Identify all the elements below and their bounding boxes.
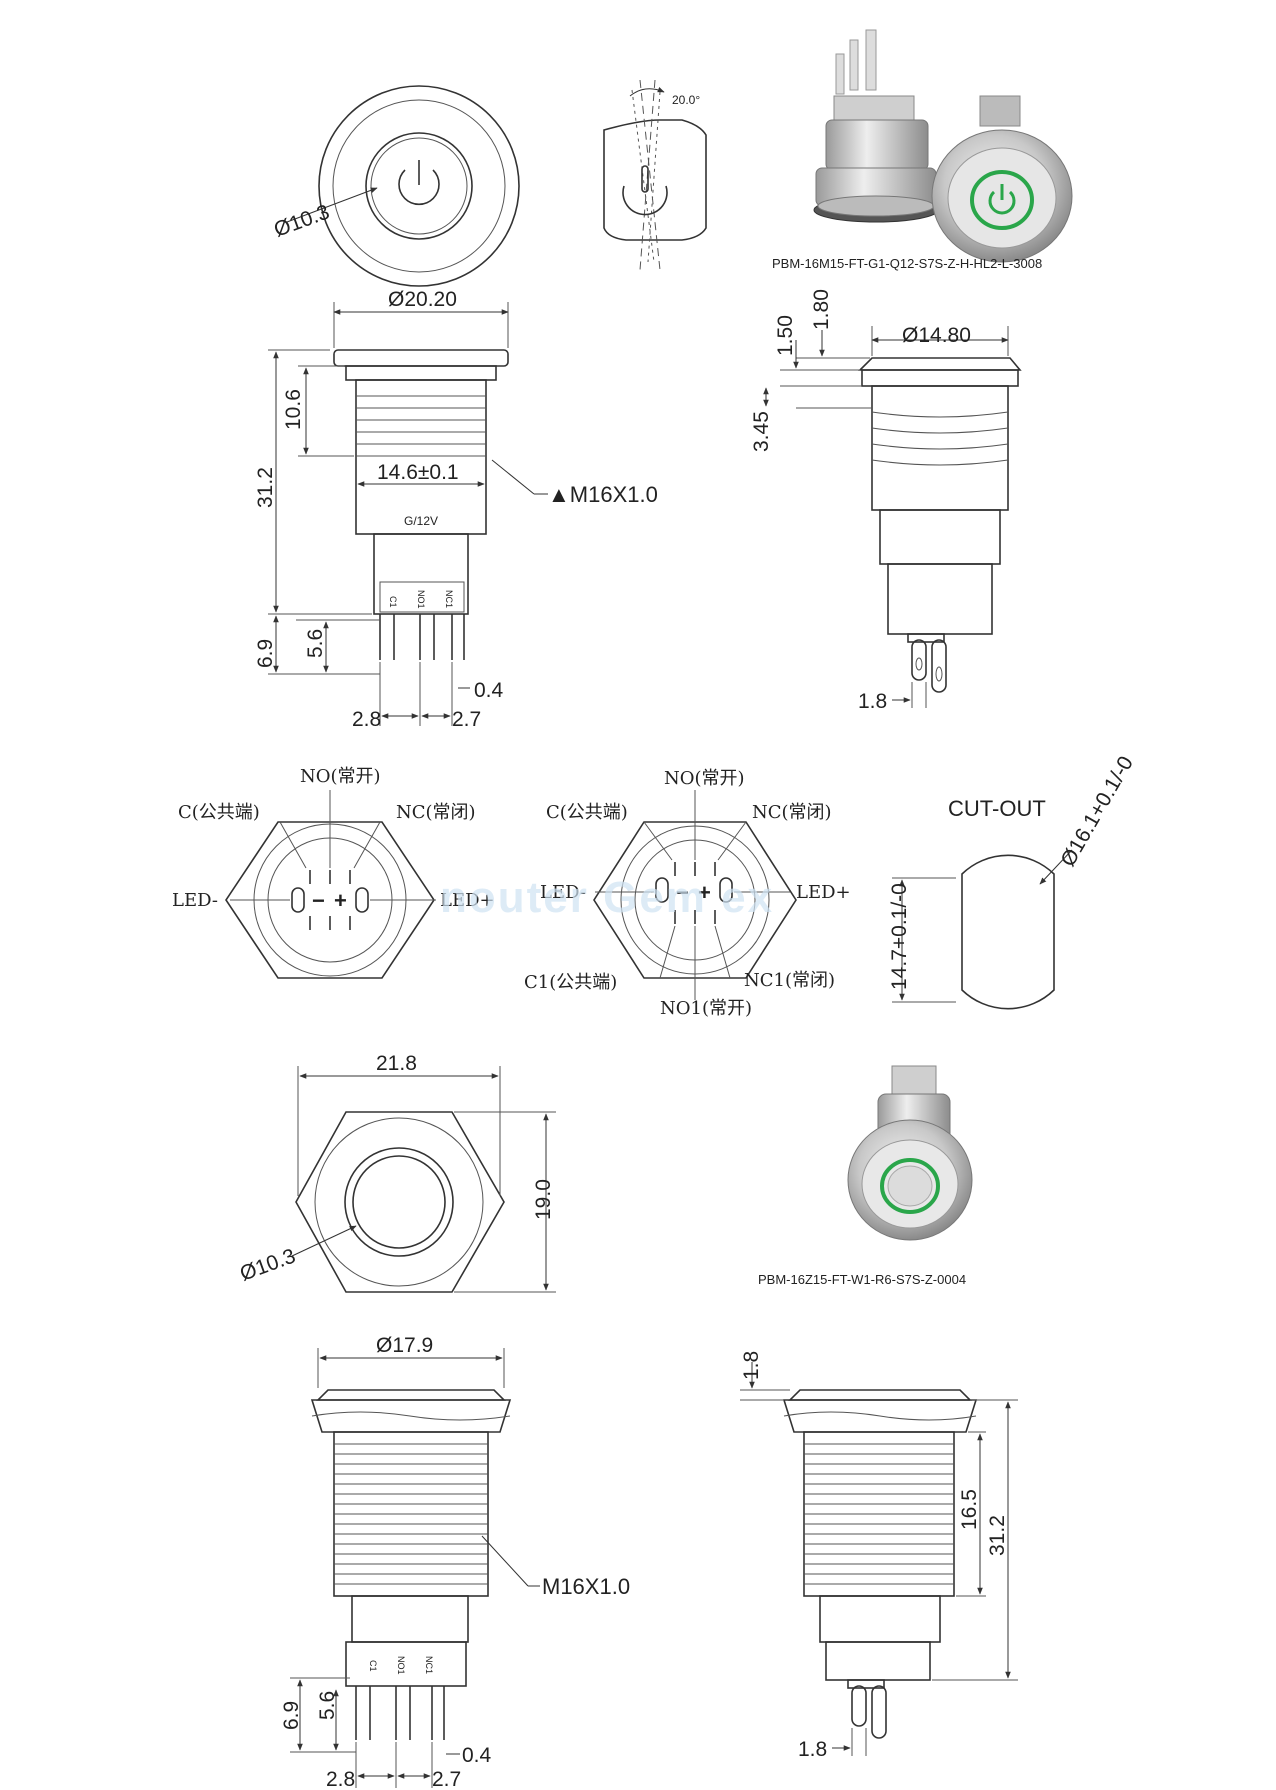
wire1-c-label: C(公共端) xyxy=(178,802,260,823)
wire2-nc-label: NC(常闭) xyxy=(752,802,832,823)
cutout-dia-label: Ø16.1+0.1/-0 xyxy=(1056,752,1138,870)
thread-spec-label: ▲M16X1.0 xyxy=(548,482,658,507)
minus-sign: − xyxy=(676,880,689,905)
hex-height-label: 19.0 xyxy=(532,1179,555,1220)
voltage-label: G/12V xyxy=(404,514,438,528)
wire2-led-minus-label: LED- xyxy=(540,882,586,903)
hex-front-view: 21.8 19.0 Ø10.3 xyxy=(237,1052,556,1293)
front-view-round: Ø10.3 xyxy=(271,85,520,287)
pitch2-label: 2.7 xyxy=(452,708,481,731)
terminal-nc1-label: NC1 xyxy=(424,1656,434,1674)
wire1-led-minus-label: LED- xyxy=(172,890,218,911)
dim-345-label: 3.45 xyxy=(750,411,773,452)
terminal-nc1-label: NC1 xyxy=(444,590,454,608)
plus-sign: + xyxy=(334,888,347,913)
pin-thk-label: 0.4 xyxy=(474,679,504,702)
wire2-led-plus-label: LED+ xyxy=(796,882,851,903)
head-dia-2-label: Ø14.80 xyxy=(902,324,971,347)
dim-150-label: 1.50 xyxy=(774,315,797,356)
pitch1-3-label: 2.8 xyxy=(326,1768,355,1790)
part-number-1: PBM-16M15-FT-G1-Q12-S7S-Z-H-HL2-L-3008 xyxy=(772,256,1042,271)
side-view-4: 1.8 16.5 31.2 1.8 xyxy=(740,1351,1018,1761)
thread-spec-3-label: M16X1.0 xyxy=(542,1574,630,1599)
product-photo-2: PBM-16Z15-FT-W1-R6-S7S-Z-0004 xyxy=(758,1065,973,1287)
wire1-led-plus-label: LED+ xyxy=(440,890,495,911)
head-dia-label: Ø20.20 xyxy=(388,288,457,311)
terminal-c1-label: C1 xyxy=(368,1660,378,1672)
pin-thk-3-label: 0.4 xyxy=(462,1744,492,1767)
wire2-no1-label: NO1(常开) xyxy=(660,998,752,1019)
side-view-3: C1 NO1 NC1 Ø17.9 M16X1.0 6.9 5.6 2.8 2.7… xyxy=(280,1334,630,1790)
pin-w-label: 1.8 xyxy=(858,690,887,713)
angle-label: 20.0° xyxy=(672,93,700,107)
hex-dia-label: Ø10.3 xyxy=(237,1244,299,1285)
wire2-nc1-label: NC1(常闭) xyxy=(744,970,835,991)
wiring-diagram-1: − + NO(常开) C(公共端) NC(常闭) LED- LED+ xyxy=(172,766,495,979)
pin-len2-label: 5.6 xyxy=(304,629,327,658)
minus-sign: − xyxy=(312,888,325,913)
terminal-c1-label: C1 xyxy=(388,596,398,608)
product-photo-1: PBM-16M15-FT-G1-Q12-S7S-Z-H-HL2-L-3008 xyxy=(772,29,1073,271)
thread-len-label: 10.6 xyxy=(282,389,305,430)
thread-len-4-label: 16.5 xyxy=(958,1489,981,1530)
side-view-2: Ø14.80 1.80 1.50 3.45 1.8 xyxy=(750,289,1022,713)
wire1-nc-label: NC(常闭) xyxy=(396,802,476,823)
wire2-c1-label: C1(公共端) xyxy=(524,972,617,993)
pitch2-3-label: 2.7 xyxy=(432,1768,461,1790)
power-symbol-icon xyxy=(988,184,1016,215)
front-dia-label: Ø10.3 xyxy=(271,200,333,241)
hex-width-label: 21.8 xyxy=(376,1052,417,1075)
cutout-flat-label: 14.7+0.1/-0 xyxy=(888,883,911,990)
actuator-angle-view: 20.0° xyxy=(603,79,707,271)
pin-w-4-label: 1.8 xyxy=(798,1738,827,1761)
cutout-title: CUT-OUT xyxy=(948,796,1046,821)
terminal-no1-label: NO1 xyxy=(396,1656,406,1675)
dim-18-label: 1.8 xyxy=(740,1351,763,1380)
power-symbol-icon xyxy=(398,160,440,206)
wire2-c-label: C(公共端) xyxy=(546,802,628,823)
plus-sign: + xyxy=(698,880,711,905)
watermark: nouter Gem ex xyxy=(440,873,774,922)
height-total-4-label: 31.2 xyxy=(986,1515,1009,1556)
side-view-1: C1 NO1 NC1 G/12V Ø20.20 31.2 10.6 14.6±0… xyxy=(254,288,658,731)
pin-len2-3-label: 5.6 xyxy=(316,1691,339,1720)
wire1-no-label: NO(常开) xyxy=(300,766,381,787)
wiring-diagram-2: − + NO(常开) C(公共端) NC(常闭) LED- LED+ C1(公共… xyxy=(524,768,851,1019)
height-total-label: 31.2 xyxy=(254,467,277,508)
dim-180-label: 1.80 xyxy=(810,289,833,330)
part-number-2: PBM-16Z15-FT-W1-R6-S7S-Z-0004 xyxy=(758,1272,966,1287)
pin-len-label: 6.9 xyxy=(254,639,277,668)
head-dia-3-label: Ø17.9 xyxy=(376,1334,433,1357)
pitch1-label: 2.8 xyxy=(352,708,381,731)
terminal-no1-label: NO1 xyxy=(416,590,426,609)
pin-len-3-label: 6.9 xyxy=(280,1701,303,1730)
cutout-view: CUT-OUT Ø16.1+0.1/-0 14.7+0.1/-0 xyxy=(888,752,1138,1010)
wire2-no-label: NO(常开) xyxy=(664,768,745,789)
body-dia-label: 14.6±0.1 xyxy=(377,461,459,484)
